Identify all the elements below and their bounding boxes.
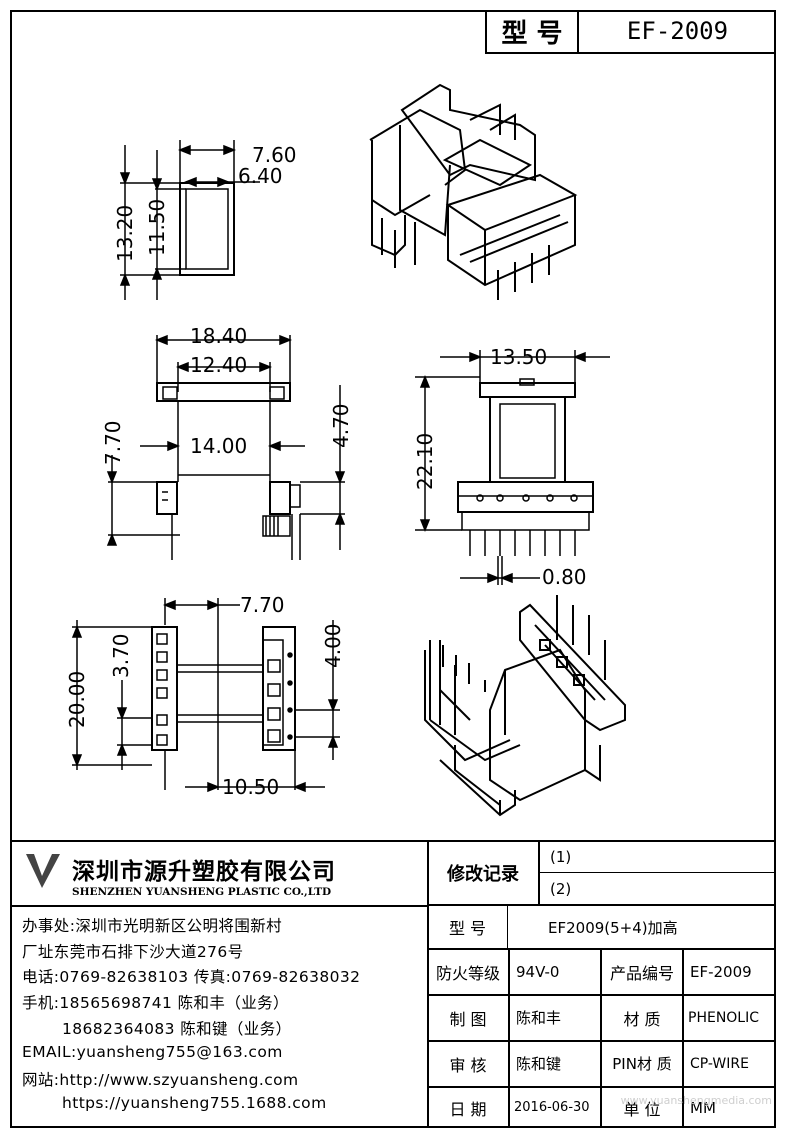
dim-front-width-outer: 18.40 [190,324,247,348]
company-name-cn: 深圳市源升塑胶有限公司 [72,859,336,885]
unit-label: 单 位 [623,1099,661,1119]
company-email: EMAIL:yuansheng755@163.com [22,1043,283,1061]
table-hline-4 [428,1040,776,1042]
dim-top-width-outer: 7.60 [252,143,297,167]
dim-top-height-outer: 13.20 [113,205,137,262]
product-no-label-cell: 产品编号 [602,949,682,994]
dim-top-width-inner: 6.40 [238,164,283,188]
dim-bottom-width: 10.50 [222,775,279,799]
check-value-cell: 陈和键 [510,1041,600,1086]
company-mobile2: 18682364083 陈和键（业务） [62,1020,292,1038]
material-label-cell: 材 质 [602,995,682,1040]
title-block [10,840,776,842]
material-value: PHENOLIC [688,1009,760,1026]
table-hline-5 [428,1086,776,1088]
front-view [106,334,346,560]
dim-bottom-height: 20.00 [65,671,89,728]
fire-value: 94V-0 [516,962,560,981]
unit-label-cell: 单 位 [602,1087,682,1128]
dim-front-height-left: 7.70 [101,420,125,465]
revision-label-cell: 修改记录 [428,842,540,904]
dim-side-width: 13.50 [490,345,547,369]
dim-front-width-inner: 12.40 [190,353,247,377]
table-vline-2 [600,949,602,1128]
dim-top-height-inner: 11.50 [145,199,169,256]
table-hline-2 [428,948,776,950]
date-label-cell: 日 期 [428,1087,508,1128]
table-hline-3 [428,994,776,996]
dim-front-height-right: 4.70 [329,403,353,448]
company-factory: 厂址东莞市石排下沙大道276号 [22,943,244,961]
product-no-label: 产品编号 [609,963,674,983]
unit-value-cell: MM [684,1087,776,1128]
watermark: www.yuanshengmedia.com [620,1094,772,1107]
model-label-cell: 型 号 [428,906,508,948]
date-label: 日 期 [449,1099,487,1119]
model-value: EF2009(5+4)加高 [548,918,678,937]
company-divider [10,905,428,907]
company-phone: 电话:0769-82638103 传真:0769-82638032 [22,968,361,986]
revision-1-cell: (1) [540,842,776,873]
material-value-cell: PHENOLIC [684,995,776,1040]
table-vline-1 [508,949,510,1128]
fire-value-cell: 94V-0 [510,949,600,994]
check-label-cell: 审 核 [428,1041,508,1086]
model-label: 型 号 [448,919,487,938]
table-hline-1 [428,904,776,906]
side-view [415,350,610,585]
dim-pin-dia: 0.80 [542,565,587,589]
fire-label-cell: 防火等级 [428,949,508,994]
drawn-label-cell: 制 图 [428,995,508,1040]
title-block-vsplit [427,840,429,1128]
dim-side-height: 22.10 [413,433,437,490]
pin-label-cell: PIN材 质 [602,1041,682,1086]
drawing-frame [10,10,776,1128]
company-website: 网站:http://www.szyuansheng.com [22,1071,299,1089]
company-name-en: SHENZHEN YUANSHENG PLASTIC CO.,LTD [72,886,332,898]
company-office: 办事处:深圳市光明新区公明将围新村 [22,917,283,935]
model-value-cell: EF2009(5+4)加高 [508,906,776,948]
material-label: 材 质 [623,1009,661,1029]
pin-value: CP-WIRE [690,1055,749,1072]
drawn-value: 陈和丰 [516,1009,562,1027]
dim-bottom-half-width: 7.70 [240,593,285,617]
company-logo [22,850,64,892]
dim-front-core: 14.00 [190,434,247,458]
isometric-view-top [369,83,578,300]
isometric-view-bottom [424,595,626,817]
header-model-value: EF-2009 [626,17,729,45]
company-website2: https://yuansheng755.1688.com [62,1094,327,1112]
header-model-label: 型 号 [501,18,563,49]
revision-2: (2) [550,879,572,898]
dim-bottom-pitch-left: 3.70 [109,633,133,678]
top-view [119,140,260,300]
pin-label: PIN材 质 [612,1055,672,1073]
revision-2-cell: (2) [540,873,776,904]
bottom-view [71,598,340,793]
header-model-label-cell: 型 号 [485,10,577,54]
fire-label: 防火等级 [435,963,500,983]
revision-1: (1) [550,848,572,866]
table-vline-3 [682,949,684,1128]
drawn-label: 制 图 [449,1009,487,1029]
revision-label: 修改记录 [447,864,519,885]
dim-bottom-pitch-right: 4.00 [321,623,345,668]
date-value: 2016-06-30 [514,1100,590,1115]
product-no-value-cell: EF-2009 [684,949,776,994]
company-mobile1: 手机:18565698741 陈和丰（业务） [22,994,289,1012]
drawn-value-cell: 陈和丰 [510,995,600,1040]
product-no-value: EF-2009 [690,962,752,981]
header-model-value-cell: EF-2009 [577,10,776,54]
pin-value-cell: CP-WIRE [684,1041,776,1086]
check-label: 审 核 [449,1055,487,1075]
technical-drawing: 7.60 6.40 13.20 11.50 18.40 12.40 7.70 4… [65,83,626,817]
unit-value: MM [690,1098,716,1117]
check-value: 陈和键 [516,1055,562,1073]
date-value-cell: 2016-06-30 [510,1087,600,1128]
